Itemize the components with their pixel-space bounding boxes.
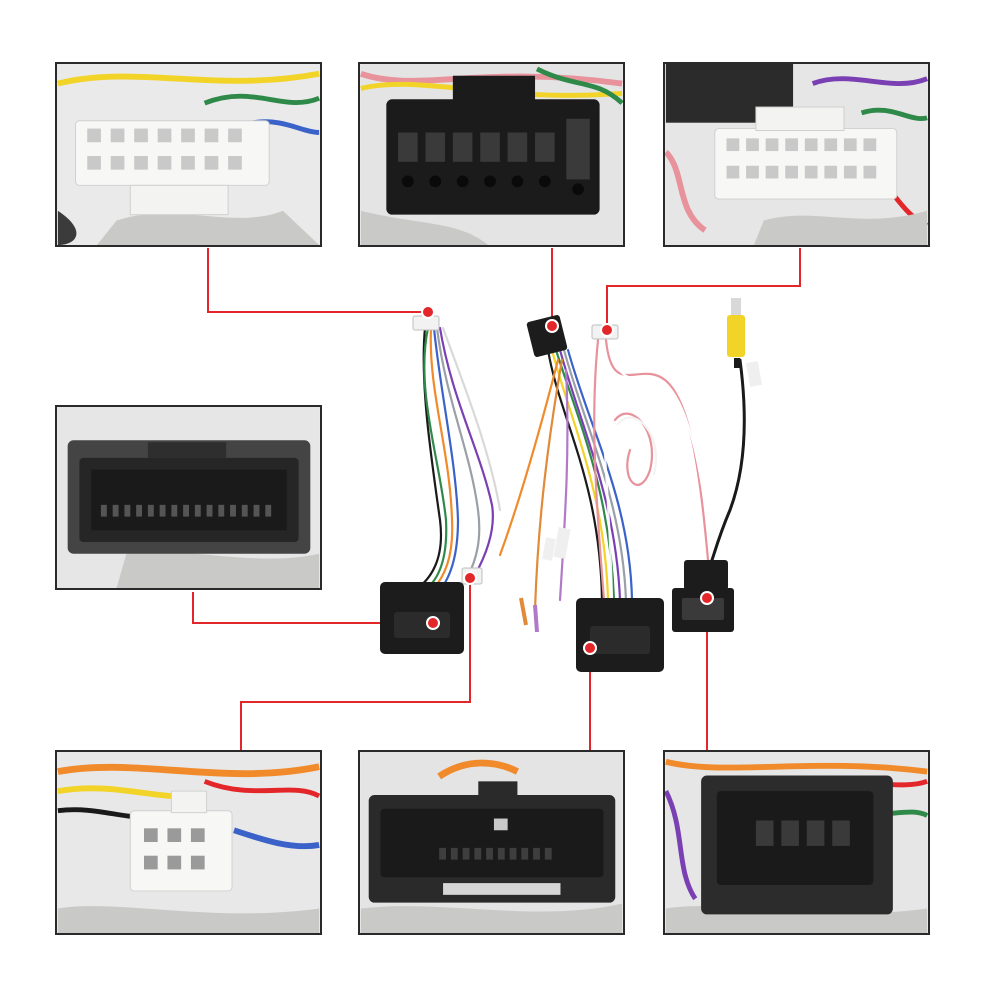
black-oem-plug-left — [380, 582, 464, 654]
rca-cable — [704, 358, 746, 577]
wire-ends — [519, 597, 539, 633]
wire-bundle-right — [593, 338, 714, 602]
black-oem-plug-center — [576, 598, 664, 672]
wire-bundle-middle — [498, 348, 634, 612]
photo-panel-bottom-middle — [358, 750, 625, 935]
callout-line-bottom-left — [240, 578, 471, 750]
black-4-pin-camera-plug-photo — [665, 752, 928, 933]
gray-oem-harness-socket-photo — [57, 407, 320, 588]
black-16-pin-connector-photo — [360, 64, 623, 245]
callout-dot-bottom-middle — [583, 641, 597, 655]
white-6-pin-connector-photo — [57, 752, 320, 933]
callout-line-middle-left — [192, 592, 433, 624]
white-16-pin-connector-photo — [57, 64, 320, 245]
callout-dot-middle-left — [426, 616, 440, 630]
callout-dot-bottom-right — [700, 591, 714, 605]
callout-dot-top-middle — [545, 319, 559, 333]
callout-line-top-left — [207, 248, 428, 313]
photo-panel-top-left — [55, 62, 322, 247]
black-camera-plug-right — [672, 560, 734, 632]
callout-dots — [421, 305, 714, 655]
photo-panel-top-middle — [358, 62, 625, 247]
wire-bundle-left — [413, 326, 502, 592]
black-oem-plug-photo — [360, 752, 623, 933]
photo-panel-top-right — [663, 62, 930, 247]
white-20-pin-connector-photo — [665, 64, 928, 245]
rca-plug-yellow — [727, 298, 745, 368]
callout-line-top-right — [606, 248, 801, 330]
photo-panel-bottom-left — [55, 750, 322, 935]
black-16-pin-plug-top — [526, 315, 568, 357]
photo-panel-bottom-right — [663, 750, 930, 935]
callout-dot-top-left — [421, 305, 435, 319]
callout-dot-bottom-left — [463, 571, 477, 585]
photo-panel-middle-left — [55, 405, 322, 590]
callout-dot-top-right — [600, 323, 614, 337]
wire-tags — [542, 361, 762, 561]
